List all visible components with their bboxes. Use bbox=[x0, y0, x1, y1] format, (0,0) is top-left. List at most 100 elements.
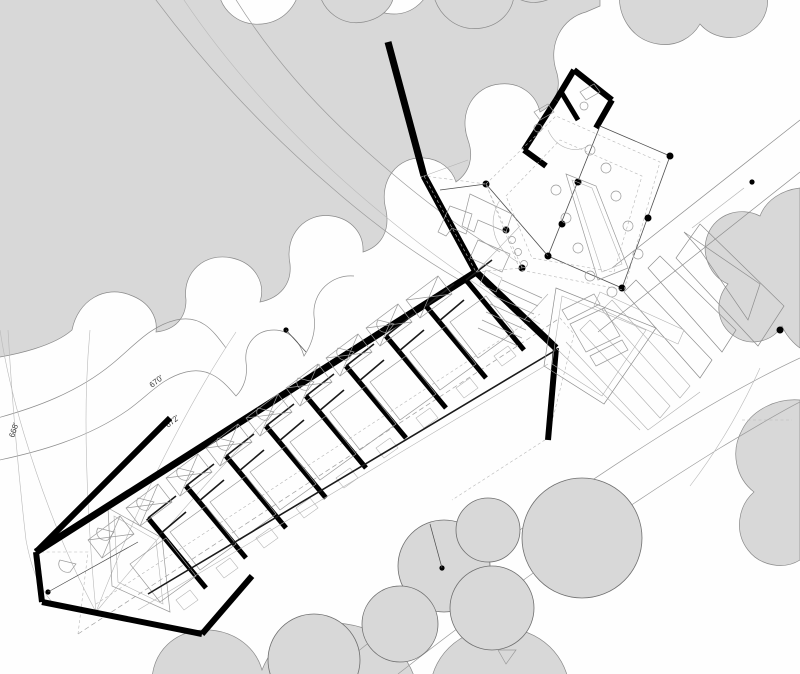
dining-chair-1 bbox=[550, 184, 562, 196]
guest-unit-6-partition bbox=[344, 364, 408, 440]
pool-deck-outline bbox=[107, 507, 171, 613]
dining-edge-west bbox=[547, 125, 601, 257]
tree-symbol-6 bbox=[267, 613, 361, 674]
guest-unit-9-shower bbox=[405, 275, 453, 319]
lounge-sofa bbox=[437, 205, 473, 237]
guest-unit-2-shower bbox=[125, 483, 173, 527]
site-line-c bbox=[423, 159, 469, 177]
common-bldg-dashed-outline bbox=[485, 115, 661, 291]
kitchen-edge-north bbox=[485, 183, 549, 257]
kitchen-counter bbox=[461, 193, 513, 233]
column-dot-1 bbox=[666, 152, 674, 160]
guest-unit-3-toilet bbox=[136, 497, 155, 511]
terrace-long-planter bbox=[593, 291, 685, 345]
setback-line-west-hook bbox=[34, 551, 89, 635]
guest-unit-4-nightstand bbox=[295, 497, 319, 519]
guest-unit-9 bbox=[376, 259, 526, 367]
contour-672 bbox=[0, 318, 227, 418]
terrace-group bbox=[523, 287, 685, 405]
parking-group bbox=[565, 223, 785, 431]
road-edge-south bbox=[597, 171, 800, 333]
guest-unit-3-bath-wall bbox=[225, 433, 265, 473]
road-edge-north bbox=[611, 119, 800, 269]
terrace-walk bbox=[523, 293, 549, 321]
guest-unit-9-partition bbox=[464, 278, 526, 352]
road-marker-dot bbox=[749, 179, 755, 185]
construction-lines-group bbox=[423, 159, 761, 487]
spine-wall-east-leg bbox=[545, 347, 559, 441]
contour-670 bbox=[0, 275, 355, 461]
dining-chair-8 bbox=[632, 248, 644, 260]
contour-radial-a bbox=[0, 329, 97, 613]
spine-wall-east-return bbox=[473, 269, 559, 351]
guest-unit-1-shower bbox=[87, 515, 135, 559]
guest-unit-4-partition bbox=[264, 424, 328, 500]
guest-wing-south-walk bbox=[137, 363, 549, 611]
lounge-coffee-table bbox=[479, 269, 503, 293]
restroom-sink-a bbox=[533, 123, 543, 133]
restroom-divider bbox=[557, 88, 581, 122]
pool-deck-inner bbox=[113, 515, 164, 605]
dining-chair-7 bbox=[622, 220, 634, 232]
guest-unit-8-shower bbox=[365, 303, 413, 347]
guest-unit-7-nightstand bbox=[415, 407, 439, 429]
dining-chair-5 bbox=[600, 162, 612, 174]
canopy-mass-north-right bbox=[434, 0, 548, 29]
parking-stall-4 bbox=[601, 299, 691, 399]
terrace-edge-outer bbox=[543, 287, 657, 405]
stair-run bbox=[477, 279, 543, 347]
guest-unit-2-toilet bbox=[96, 527, 115, 541]
west-court-group bbox=[33, 415, 255, 637]
guest-wing-south-facade bbox=[147, 349, 557, 595]
guest-unit-5-shower bbox=[245, 393, 293, 437]
terrace-edge-inner bbox=[551, 295, 647, 397]
restroom-fixture-a bbox=[533, 103, 555, 121]
guest-unit-5-toilet bbox=[216, 437, 235, 451]
dining-chair-4 bbox=[584, 270, 596, 282]
restroom-wall-north bbox=[553, 68, 577, 102]
canopy-outline-northwest-secondary bbox=[235, 0, 501, 253]
restroom-wall-east bbox=[593, 98, 615, 130]
common-building-group bbox=[423, 67, 784, 347]
tree-symbol-7 bbox=[45, 541, 139, 595]
guest-unit-2-bath-wall bbox=[185, 463, 225, 503]
guest-unit-6-shower bbox=[285, 363, 333, 407]
spine-wall-north-diagonal bbox=[384, 41, 428, 177]
tree-symbol-2 bbox=[455, 497, 521, 563]
kitchen-island bbox=[469, 239, 511, 273]
guest-unit-2-partition bbox=[184, 484, 248, 560]
kitchen-burner-2 bbox=[514, 248, 522, 256]
column-dot-2 bbox=[644, 214, 652, 222]
tree-symbol-4 bbox=[521, 477, 643, 599]
guest-unit-8 bbox=[336, 283, 488, 399]
dining-chair-3 bbox=[572, 242, 584, 254]
guest-unit-6 bbox=[256, 343, 408, 459]
contour-sweep-upper bbox=[183, 0, 541, 325]
canopy-mass-northwest bbox=[0, 0, 601, 358]
dining-edge-east bbox=[621, 155, 671, 289]
column-dot-3 bbox=[618, 284, 626, 292]
guest-unit-6-toilet bbox=[256, 407, 275, 421]
dining-edge-south bbox=[547, 255, 623, 289]
tree-symbol-5 bbox=[361, 585, 439, 663]
guest-room-units-group bbox=[58, 259, 557, 611]
kitchen-burner-1 bbox=[508, 236, 516, 244]
kitchen-edge-west bbox=[439, 183, 487, 191]
dining-table bbox=[565, 173, 629, 281]
guest-unit-2-nightstand bbox=[215, 557, 239, 579]
canopy-mass-east-upper bbox=[619, 0, 768, 45]
tree-symbol-8 bbox=[283, 327, 307, 353]
guest-unit-3 bbox=[136, 433, 288, 549]
guest-unit-5-bath-wall bbox=[305, 373, 345, 413]
guest-unit-9-toilet bbox=[376, 319, 395, 333]
guest-unit-2 bbox=[96, 463, 248, 579]
site-line-a bbox=[555, 347, 641, 431]
guest-unit-4-bed bbox=[249, 445, 317, 511]
west-court-wall-north bbox=[33, 415, 173, 555]
guest-unit-8-nightstand bbox=[455, 377, 479, 399]
dining-chair-6 bbox=[610, 190, 622, 202]
guest-unit-4-bath-wall bbox=[265, 403, 305, 443]
